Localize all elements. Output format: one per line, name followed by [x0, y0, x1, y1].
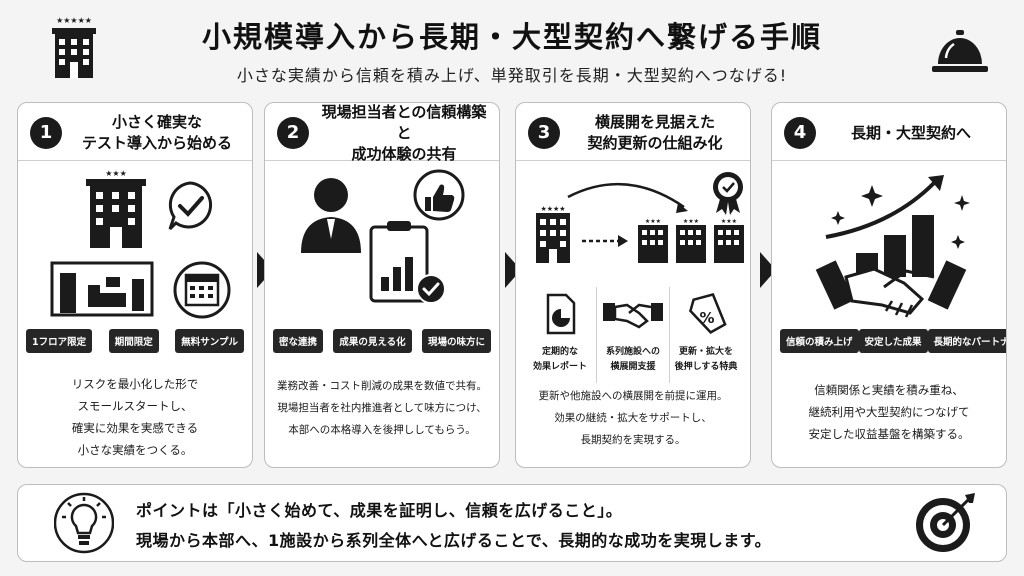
report-document-icon — [546, 293, 576, 335]
step-header: 3 横展開を見据えた契約更新の仕組み化 — [516, 103, 750, 161]
sparkle-icon — [831, 185, 970, 249]
step-number: 4 — [784, 117, 816, 149]
step-title: 小さく確実なテスト導入から始める — [81, 113, 232, 152]
page-title: 小規模導入から長期・大型契約へ繋げる手順 — [201, 20, 822, 54]
step-4-card: 4 長期・大型契約へ 信頼の積み上げ 安定した成果 長期的なパー — [771, 102, 1007, 468]
handshake-icon — [603, 303, 663, 329]
tag: 成果の見える化 — [333, 329, 412, 353]
tag: 安定した成果 — [858, 329, 928, 353]
checkmark-bubble-icon — [168, 181, 213, 231]
certified-badge-icon — [713, 172, 743, 215]
step-number: 1 — [30, 117, 62, 149]
svg-text:★★★: ★★★ — [683, 218, 699, 225]
step-title: 現場担当者との信頼構築と成功体験の共有 — [321, 102, 487, 163]
hotel-building-icon: ★★★★ — [536, 205, 570, 263]
svg-text:★★★★★: ★★★★★ — [56, 16, 92, 25]
tag: 長期的なパートナー — [927, 329, 1006, 353]
step-number: 2 — [277, 117, 309, 149]
growth-chart-icon — [825, 175, 944, 277]
key-point-line: 現場から本部へ、1施設から系列全体へと広げることで、長期的な成功を実現します。 — [136, 531, 772, 550]
svg-text:★★★: ★★★ — [721, 218, 737, 225]
tag-list: 密な連携 成果の見える化 現場の味方に — [273, 329, 491, 353]
step-header: 2 現場担当者との信頼構築と成功体験の共有 — [265, 102, 499, 163]
svg-text:★★★: ★★★ — [645, 218, 661, 225]
feature-item: % 更新・拡大を後押しする特典 — [669, 287, 742, 383]
tag: 1フロア限定 — [26, 329, 93, 353]
step-1-illustration: ★★★ — [50, 169, 231, 319]
header: ★★★★★ 小規模導入から長期・大型契約へ繋げる手順 小さな実績から信頼を積み上… — [0, 0, 1024, 98]
tag-list: 信頼の積み上げ 安定した成果 長期的なパートナー — [780, 329, 1006, 353]
service-bell-icon — [932, 30, 988, 72]
svg-text:★★★: ★★★ — [105, 169, 127, 178]
step-description: リスクを最小化した形で スモールスタートし、 確実に効果を実感できる 小さな実績… — [71, 377, 199, 457]
feature-item: 定期的な効果レポート — [524, 287, 596, 383]
tag: 信頼の積み上げ — [780, 329, 859, 353]
step-number: 3 — [528, 117, 560, 149]
key-point-line: ポイントは「小さく始めて、成果を証明し、信頼を広げること」。 — [136, 501, 623, 520]
hotel-building-icon: ★★★★★ — [52, 16, 96, 78]
tag: 現場の味方に — [421, 329, 491, 353]
step-2-card: 2 現場担当者との信頼構築と成功体験の共有 密な連携 成果の見える化 現場の味方… — [264, 102, 500, 468]
clipboard-chart-icon — [369, 221, 429, 303]
step-header: 4 長期・大型契約へ — [772, 103, 1006, 161]
check-circle-icon — [416, 274, 446, 304]
thumbs-up-icon — [413, 169, 465, 221]
key-point-box: ポイントは「小さく始めて、成果を証明し、信頼を広げること」。 現場から本部へ、1… — [17, 484, 1007, 562]
step-title: 長期・大型契約へ — [850, 123, 971, 142]
expansion-arrow-icon — [567, 182, 685, 209]
step-2-illustration — [301, 169, 465, 304]
tag: 期間限定 — [108, 329, 159, 353]
step-3-illustration: ★★★★ ★★★ ★★★ ★★★ — [536, 172, 744, 263]
target-icon — [916, 493, 975, 552]
chevron-right-icon — [505, 252, 521, 288]
hotel-building-icon: ★★★ — [86, 169, 146, 248]
tag-list: 1フロア限定 期間限定 無料サンプル — [26, 329, 244, 353]
discount-tag-icon: % — [689, 293, 727, 334]
step-4-illustration — [815, 175, 970, 318]
tag: 密な連携 — [273, 329, 324, 353]
step-header: 1 小さく確実なテスト導入から始める — [18, 103, 252, 161]
step-description: 業務改善・コスト削減の成果を数値で共有。 現場担当者を社内推進者として味方につけ… — [277, 380, 487, 436]
svg-text:%: % — [699, 309, 714, 327]
tag: 無料サンプル — [175, 329, 244, 353]
lightbulb-icon — [54, 492, 114, 554]
step-description: 信頼関係と実績を積み重ね、 継続利用や大型契約につなげて 安定した収益基盤を構築… — [808, 383, 970, 441]
handshake-icon — [815, 260, 967, 318]
svg-text:★★★★: ★★★★ — [540, 205, 565, 213]
chevron-right-icon — [760, 252, 776, 288]
step-title: 横展開を見据えた契約更新の仕組み化 — [587, 113, 723, 152]
feature-list: 定期的な効果レポート 系列施設への横展開支援 % 更新・拡大を後押しする特典 — [524, 287, 742, 383]
feature-item: 系列施設への横展開支援 — [596, 287, 669, 383]
hotel-room-icon — [50, 261, 154, 317]
person-icon — [301, 178, 361, 253]
step-3-card: 3 横展開を見据えた契約更新の仕組み化 ★★★★ — [515, 102, 751, 468]
step-1-card: 1 小さく確実なテスト導入から始める ★★★ — [17, 102, 253, 468]
calendar-icon — [173, 261, 231, 319]
page-subtitle: 小さな実績から信頼を積み上げ、単発取引を長期・大型契約へつなげる! — [236, 66, 788, 85]
step-description: 更新や他施設への横展開を前提に運用。 効果の継続・拡大をサポートし、 長期契約を… — [538, 390, 728, 446]
